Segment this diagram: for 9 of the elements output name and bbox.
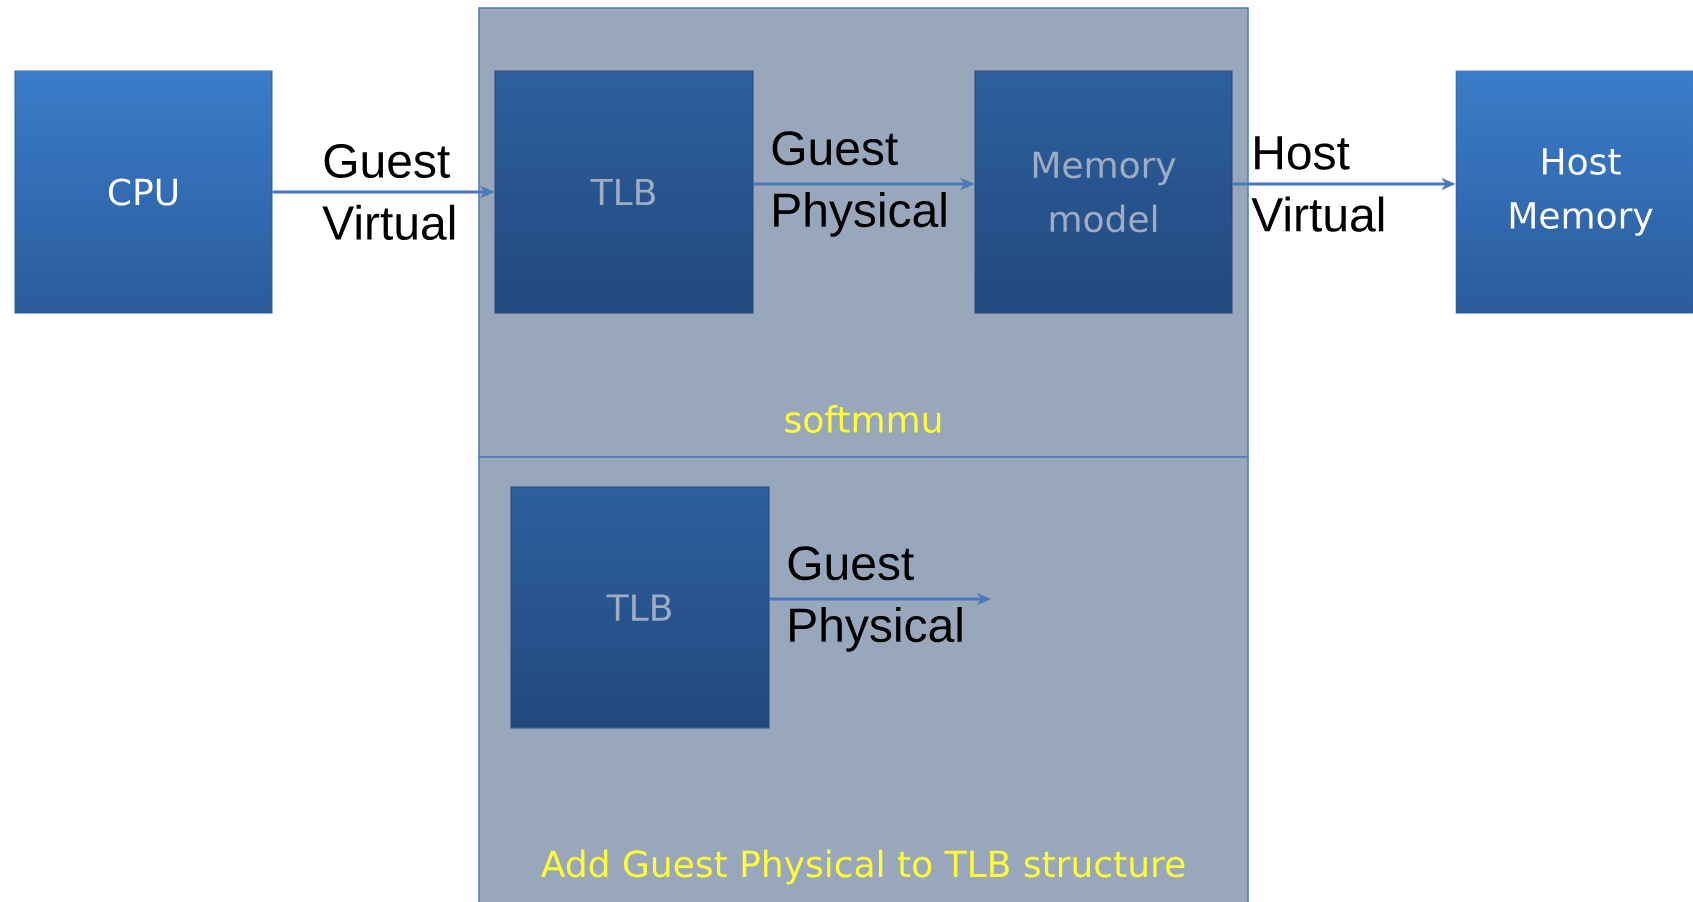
process-box: Memory model (974, 70, 1233, 314)
edge-label: Host Virtual (1251, 136, 1384, 232)
process-box: TLB (494, 70, 754, 314)
edge-label: Guest Physical (772, 131, 946, 237)
edge-label: Guest Virtual (322, 144, 455, 240)
process-box: TLB (510, 486, 770, 729)
process-box: Host Memory (1455, 70, 1693, 314)
process-box: CPU (14, 70, 273, 314)
edge-label: Guest Physical (788, 546, 962, 652)
